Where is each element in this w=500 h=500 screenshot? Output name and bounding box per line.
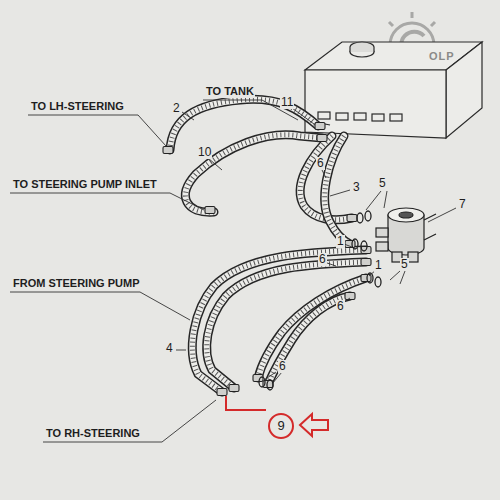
hose-fitting xyxy=(347,215,357,222)
callout-number: 1 xyxy=(336,235,345,248)
hose-braid xyxy=(268,296,350,384)
hose-fitting xyxy=(317,135,327,142)
hydraulic-tank xyxy=(305,42,482,138)
hose xyxy=(325,136,350,244)
callout-number: 5 xyxy=(378,177,387,190)
hose xyxy=(192,250,366,392)
port-label: TO TANK xyxy=(205,85,255,98)
callout-number: 5 xyxy=(400,258,409,271)
o-rings xyxy=(259,211,381,390)
callout-number: 1 xyxy=(374,259,383,272)
hose xyxy=(207,262,366,388)
leader-lines xyxy=(10,100,456,442)
hose-braid xyxy=(192,250,366,392)
callout-number: 9 xyxy=(277,419,284,433)
hose xyxy=(268,296,350,384)
hose-fitting xyxy=(315,123,325,130)
callout-number: 11 xyxy=(280,96,294,109)
hose-fitting xyxy=(253,375,263,382)
callout-number: 7 xyxy=(458,198,467,211)
watermark: OLP xyxy=(428,50,456,63)
hose-core xyxy=(268,296,350,384)
port-label: TO LH-STEERING xyxy=(30,100,125,113)
hose-core xyxy=(192,250,366,392)
hose-fitting xyxy=(361,259,371,266)
hose-fitting xyxy=(163,147,173,154)
port-label: FROM STEERING PUMP xyxy=(12,277,141,290)
port-label: TO RH-STEERING xyxy=(45,427,141,440)
steering-valve xyxy=(376,208,436,262)
hose-braid xyxy=(325,136,350,244)
hose-braid xyxy=(207,262,366,388)
callout-number: 4 xyxy=(165,342,174,355)
port-label: TO STEERING PUMP INLET xyxy=(12,178,158,191)
callout-number: 6 xyxy=(336,300,345,313)
callout-number: 6 xyxy=(316,157,325,170)
hose-fitting xyxy=(217,389,227,396)
hose-group xyxy=(163,99,371,395)
hose-core xyxy=(325,136,350,244)
hose-fitting xyxy=(345,241,355,248)
callout-circle: 9 xyxy=(268,413,294,439)
callout-number: 6 xyxy=(278,360,287,373)
hose-core xyxy=(207,262,366,388)
hose-fitting xyxy=(205,207,215,214)
callout-number: 3 xyxy=(352,181,361,194)
hose-fitting xyxy=(229,385,239,392)
callout-number: 10 xyxy=(197,146,212,159)
callout-number: 6 xyxy=(318,253,327,266)
callout-number: 2 xyxy=(172,102,181,115)
